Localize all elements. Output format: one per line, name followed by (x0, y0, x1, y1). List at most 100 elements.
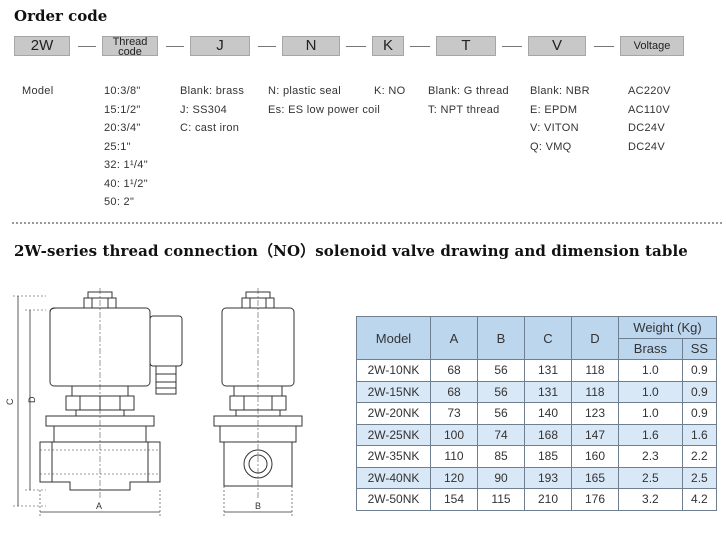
table-cell: 168 (524, 423, 572, 446)
table-cell: 90 (477, 466, 525, 489)
option-item: Blank: G thread (428, 85, 509, 97)
option-item: E: EPDM (530, 103, 578, 116)
table-cell: 165 (571, 466, 619, 489)
cell-model: 2W-40NK (356, 466, 431, 489)
table-cell: 147 (571, 423, 619, 446)
options-model: Model (22, 82, 53, 101)
table-cell: 0.9 (681, 359, 718, 382)
table-cell: 73 (430, 402, 478, 425)
code-box-state: K (372, 36, 404, 56)
table-cell: 56 (477, 402, 525, 425)
option-item: Model (22, 85, 54, 97)
code-dash (502, 46, 522, 47)
table-cell: 210 (524, 488, 572, 511)
options-body: Blank: brass J: SS304 C: cast iron (180, 82, 244, 138)
cell-model: 2W-20NK (356, 402, 431, 425)
option-item: V: VITON (530, 122, 579, 134)
table-cell: 193 (524, 466, 572, 489)
option-item: K: NO (374, 85, 406, 97)
table-cell: 68 (430, 359, 478, 382)
options-thread-type: Blank: G thread T: NPT thread (428, 82, 509, 119)
table-cell: 185 (524, 445, 572, 468)
code-dash (410, 46, 430, 47)
table-cell: 1.0 (618, 380, 683, 403)
option-item: Es: ES low power coil (268, 103, 381, 116)
table-cell: 110 (430, 445, 478, 468)
section-title: 2W-series thread connection（NO）solenoid … (14, 242, 688, 260)
code-dash (78, 46, 96, 47)
code-box-seal: V (528, 36, 586, 56)
table-cell: 85 (477, 445, 525, 468)
dim-label-c: C (5, 398, 15, 405)
table-cell: 68 (430, 380, 478, 403)
valve-side-view: B (213, 288, 303, 516)
options-state: K: NO (374, 82, 405, 101)
cell-model: 2W-10NK (356, 359, 431, 382)
option-item: 50: 2" (104, 196, 135, 208)
options-coil: N: plastic seal Es: ES low power coil (268, 82, 380, 119)
option-item: DC24V (628, 140, 665, 153)
option-item: N: plastic seal (268, 85, 341, 97)
header-d: D (571, 316, 619, 360)
table-cell: 0.9 (681, 380, 718, 403)
option-item: Blank: NBR (530, 85, 590, 97)
table-cell: 74 (477, 423, 525, 446)
option-item: 25:1" (104, 140, 131, 153)
dim-label-b: B (255, 501, 261, 511)
valve-front-view: C D A (5, 288, 183, 516)
cell-model: 2W-15NK (356, 380, 431, 403)
table-cell: 2.5 (681, 466, 718, 489)
section-divider (12, 222, 722, 224)
dim-label-d: D (27, 396, 37, 403)
table-cell: 56 (477, 359, 525, 382)
valve-drawing: C D A (5, 288, 303, 516)
table-cell: 123 (571, 402, 619, 425)
code-box-coil: N (282, 36, 340, 56)
table-cell: 2.2 (681, 445, 718, 468)
table-cell: 3.2 (618, 488, 683, 511)
option-item: DC24V (628, 122, 665, 134)
table-cell: 0.9 (681, 402, 718, 425)
option-item: 10:3/8" (104, 85, 141, 97)
code-dash (594, 46, 614, 47)
options-seal: Blank: NBR E: EPDM V: VITON Q: VMQ (530, 82, 590, 156)
order-code-title: Order code (14, 7, 108, 25)
options-thread: 10:3/8" 15:1/2" 20:3/4" 25:1" 32: 1¹/4" … (104, 82, 148, 212)
table-cell: 115 (477, 488, 525, 511)
code-box-thread-type: T (436, 36, 496, 56)
table-cell: 1.6 (618, 423, 683, 446)
option-item: Blank: brass (180, 85, 245, 97)
option-item: AC110V (628, 103, 670, 116)
option-item: AC220V (628, 85, 671, 97)
table-cell: 100 (430, 423, 478, 446)
code-box-thread-line2: code (118, 46, 142, 58)
table-cell: 154 (430, 488, 478, 511)
table-cell: 131 (524, 359, 572, 382)
table-cell: 4.2 (681, 488, 718, 511)
code-box-thread-line1: Thread (112, 36, 148, 48)
code-dash (258, 46, 276, 47)
table-cell: 118 (571, 359, 619, 382)
cell-model: 2W-25NK (356, 423, 431, 446)
header-weight: Weight (Kg) (618, 316, 717, 339)
table-cell: 120 (430, 466, 478, 489)
table-cell: 160 (571, 445, 619, 468)
code-box-voltage: Voltage (620, 36, 684, 56)
table-cell: 1.0 (618, 359, 683, 382)
option-item: T: NPT thread (428, 103, 500, 116)
table-cell: 176 (571, 488, 619, 511)
code-box-model: 2W (14, 36, 70, 56)
table-cell: 1.0 (618, 402, 683, 425)
table-cell: 118 (571, 380, 619, 403)
table-cell: 2.5 (618, 466, 683, 489)
option-item: J: SS304 (180, 103, 228, 116)
header-model: Model (356, 316, 431, 360)
